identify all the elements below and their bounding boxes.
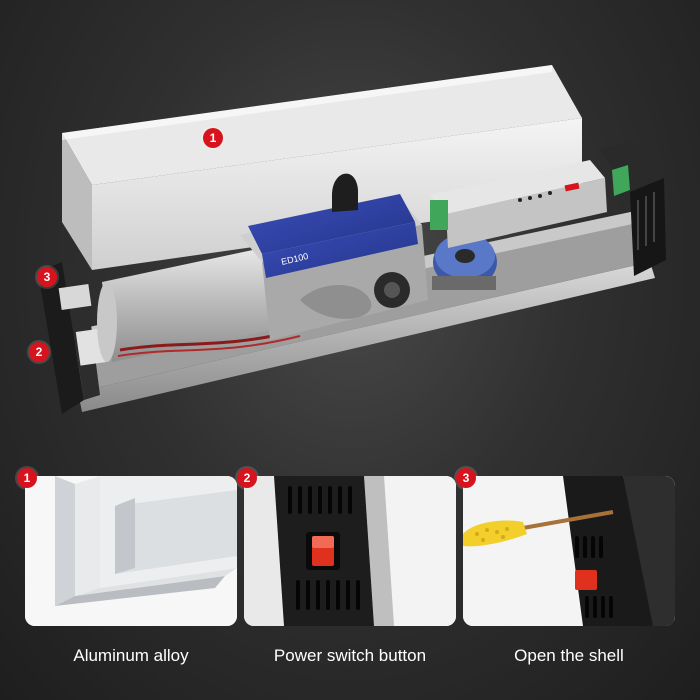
feature-caption-power-switch: Power switch button [273, 646, 427, 665]
marker-2-badge: 2 [29, 342, 49, 362]
aluminum-profile-image [25, 476, 237, 626]
feature-1-badge: 1 [17, 468, 37, 488]
marker-1-badge: 1 [203, 128, 223, 148]
open-shell-image [463, 476, 675, 626]
control-board [430, 160, 607, 248]
product-hero-image: ED100 [29, 65, 666, 414]
screwdriver-icon [463, 520, 527, 547]
feature-panel-aluminum [25, 476, 237, 626]
belt-pulley [332, 173, 358, 212]
right-end-cap [600, 138, 666, 276]
feature-caption-aluminum: Aluminum alloy [73, 646, 189, 665]
screwdriver-shaft [522, 510, 614, 530]
marker-3-badge: 3 [37, 267, 57, 287]
feature-panel-power-switch [244, 476, 456, 626]
operator-illustration: ED100 [38, 65, 666, 414]
power-switch-image [244, 476, 456, 626]
feature-3-badge: 3 [456, 468, 476, 488]
feature-panel-open-shell [463, 476, 675, 626]
left-end-cap [38, 262, 107, 414]
feature-2-badge: 2 [237, 468, 257, 488]
feature-caption-open-shell: Open the shell [514, 646, 624, 665]
gearbox: ED100 [240, 194, 428, 340]
switch-icon [575, 570, 597, 590]
